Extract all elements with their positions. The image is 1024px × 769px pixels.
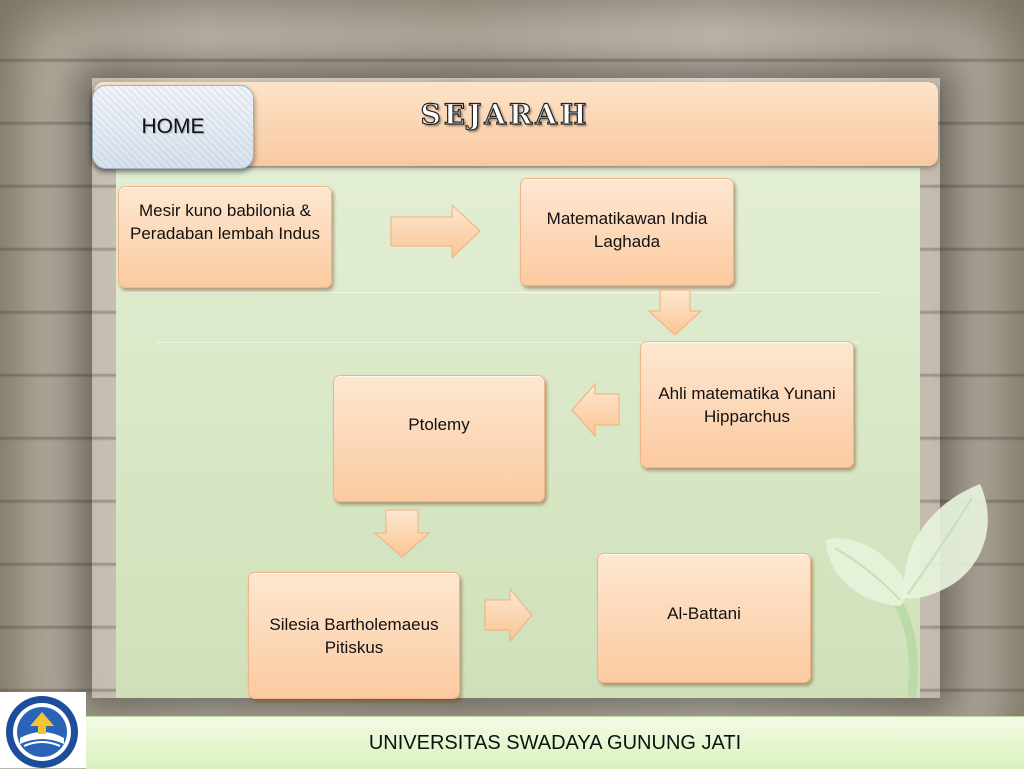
footer-text: UNIVERSITAS SWADAYA GUNUNG JATI (368, 731, 742, 754)
footer-bar: UNIVERSITAS SWADAYA GUNUNG JATI (86, 716, 1024, 769)
university-seal-icon (0, 692, 86, 768)
arrow-right-icon (390, 203, 481, 260)
panel-line (126, 292, 880, 293)
flow-node-pitiskus: Silesia Bartholemaeus Pitiskus (248, 572, 460, 699)
flow-node-hipparchus: Ahli matematika Yunani Hipparchus (640, 341, 854, 468)
flow-node-al-battani: Al-Battani (597, 553, 811, 683)
arrow-right-icon (484, 587, 533, 643)
arrow-left-icon (571, 382, 620, 438)
home-button[interactable]: HOME (92, 85, 254, 169)
flow-node-mesir: Mesir kuno babilonia & Peradaban lembah … (118, 186, 332, 288)
flow-node-ptolemy: Ptolemy (333, 375, 545, 502)
panel-line (156, 342, 860, 343)
page-title: SEJARAH (420, 97, 590, 131)
arrow-down-icon (647, 289, 703, 336)
arrow-down-icon (373, 509, 431, 558)
flow-node-laghada: Matematikawan India Laghada (520, 178, 734, 286)
leaf-sprout-icon (826, 484, 988, 698)
